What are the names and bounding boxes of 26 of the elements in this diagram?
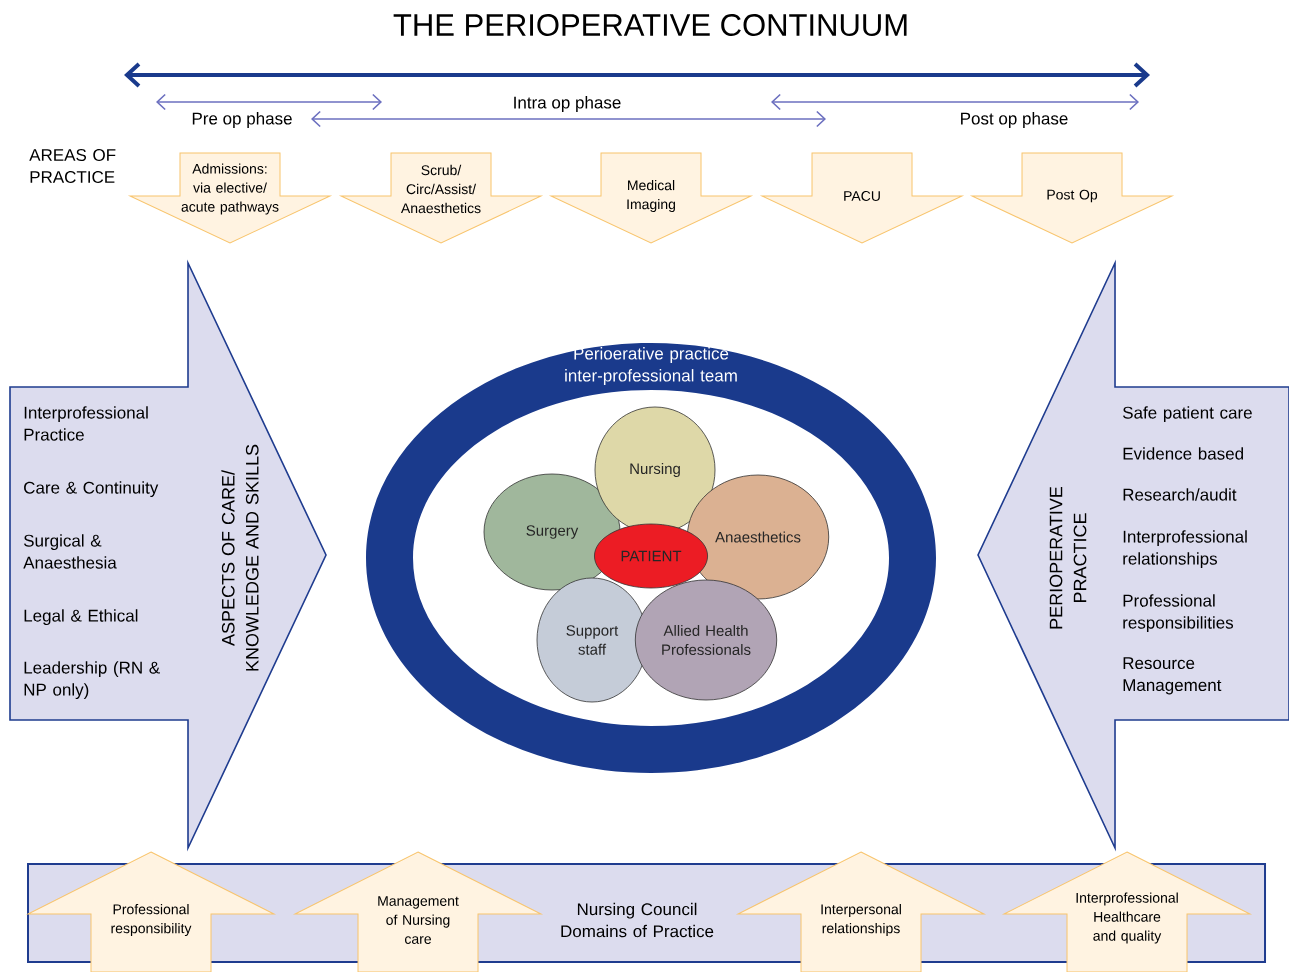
list-item: Interprofessional relationships (1123, 530, 1247, 569)
pointed-box: Management of Nursing care (294, 851, 542, 972)
vertical-heading: PERIOPERATIVE PRACTICE (1049, 486, 1087, 629)
pointed-box: Interpersonal relationships (737, 851, 985, 972)
list-item: Safe patient care (1123, 406, 1252, 423)
phase-label: Pre op phase (192, 112, 292, 128)
pointed-box: Post Op (971, 152, 1173, 244)
pointed-box: Scrub/ Circ/Assist/ Anaesthetics (340, 152, 542, 244)
pointed-box: PACU (761, 152, 963, 244)
pointed-box: Professional responsibility (27, 851, 275, 972)
list-item: Surgical & Anaesthesia (23, 534, 117, 569)
pointed-box: Medical Imaging (550, 152, 752, 244)
vertical-heading: ASPECTS OF CARE/ KNOWLEDGE AND SKILLS (221, 444, 259, 671)
pointed-box: Interprofessional Healthcare and quality (1003, 851, 1251, 972)
list-item: Leadership (RN & NP only) (24, 661, 160, 700)
list-item: Research/audit (1123, 488, 1237, 501)
title: THE PERIOPERATIVE CONTINUUM (393, 14, 907, 36)
list-item: Professional responsibilities (1123, 594, 1234, 633)
list-item: Interprofessional Practice (24, 406, 148, 441)
list-item: Evidence based (1123, 447, 1243, 460)
phase-label: Post op phase (961, 112, 1068, 128)
phase-label: Intra op phase (514, 96, 621, 112)
list-item: Legal & Ethical (24, 609, 138, 626)
list-item: Care & Continuity (24, 481, 159, 498)
list-item: Resource Management (1123, 657, 1222, 695)
pointed-box: Admissions: via elective/ acute pathways (129, 152, 331, 244)
